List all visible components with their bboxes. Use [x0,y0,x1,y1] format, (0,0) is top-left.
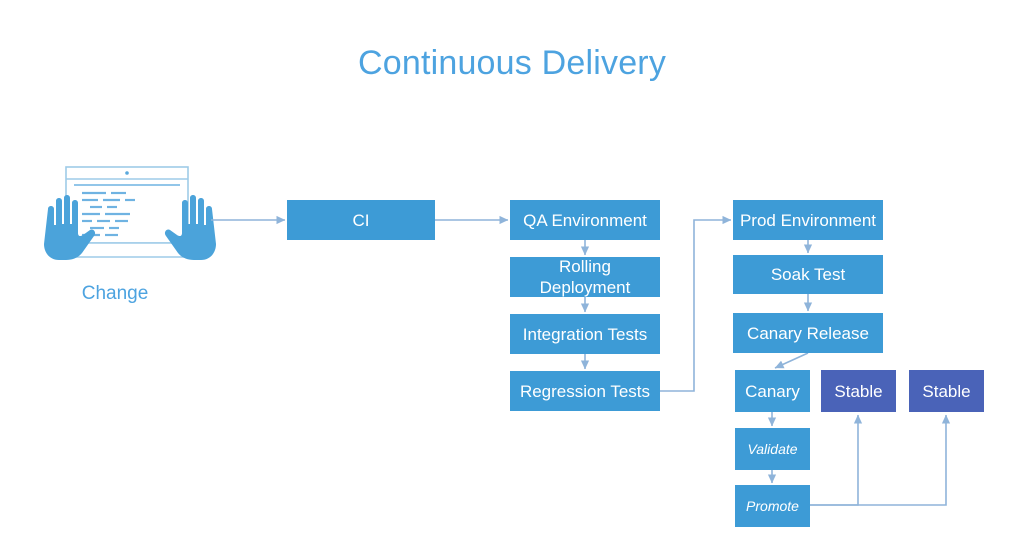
node-label: Regression Tests [519,381,651,401]
node-validate[interactable]: Validate [735,428,810,470]
connector-regression-to-prod [660,215,732,392]
node-label: Canary Release [747,323,869,343]
node-qa-environment[interactable]: QA Environment [510,200,660,240]
node-label: Soak Test [770,265,846,284]
node-integration-tests[interactable]: Integration Tests [510,314,660,354]
node-label: Promote [746,497,799,514]
node-ci[interactable]: CI [287,200,435,240]
change-label: Change [81,283,149,304]
node-label: Canary [745,381,800,401]
node-promote[interactable]: Promote [735,485,810,527]
node-label: Integration Tests [522,324,648,344]
node-label: QA Environment [523,210,647,230]
node-canary-release[interactable]: Canary Release [733,313,883,353]
node-label: Rolling Deployment [539,257,631,297]
node-canary[interactable]: Canary [735,370,810,412]
node-label: Validate [747,440,798,457]
node-label: Stable [834,381,883,401]
page-title: Continuous Delivery [357,44,667,82]
node-label: Stable [922,381,971,401]
node-rolling-deployment[interactable]: Rolling Deployment [510,257,660,297]
node-soak-test[interactable]: Soak Test [733,255,883,294]
node-stable-1[interactable]: Stable [821,370,896,412]
connector-promote-to-stable-2 [810,414,951,506]
connector-canaryrelease-to-canary [774,352,809,369]
node-prod-environment[interactable]: Prod Environment [733,200,883,240]
hands-holding-laptop-icon [40,163,220,273]
node-label: CI [352,210,370,230]
node-regression-tests[interactable]: Regression Tests [510,371,660,411]
node-stable-2[interactable]: Stable [909,370,984,412]
connector-promote-to-stable-1 [810,414,863,506]
node-label: Prod Environment [739,210,877,230]
